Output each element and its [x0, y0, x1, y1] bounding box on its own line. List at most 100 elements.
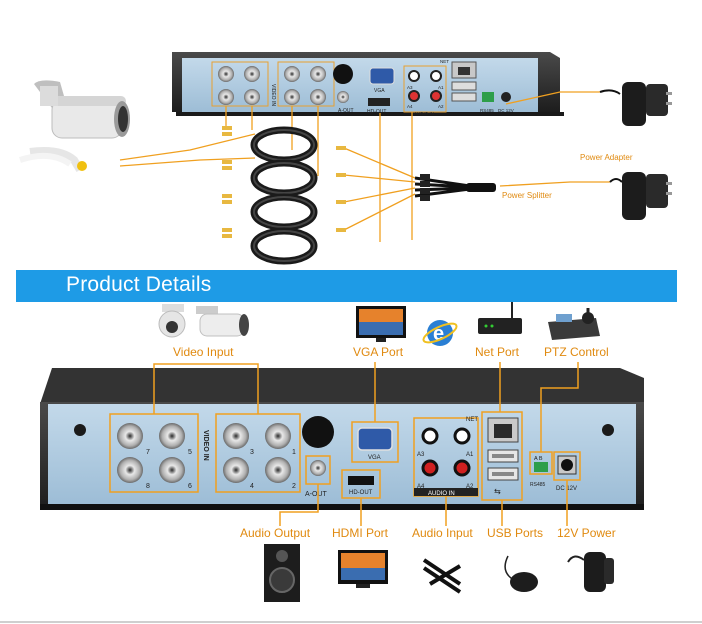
speaker-icon	[264, 544, 300, 602]
top-rs485-label: RS485	[480, 108, 494, 113]
router-icon	[478, 302, 522, 334]
a-out-label: A-OUT	[305, 491, 328, 498]
vga-port-callout: VGA Port	[353, 345, 404, 359]
callout-lines	[153, 362, 579, 526]
ptz-controller-icon	[548, 308, 600, 340]
rs485-terminal-icon	[534, 462, 548, 472]
bnc-connector-icon	[244, 66, 260, 82]
top-a1-label: A1	[438, 85, 444, 90]
bnc-connector-icon	[159, 423, 185, 449]
audio-out-jack-icon	[337, 91, 349, 103]
video-input-callout: Video Input	[173, 345, 234, 359]
audio-output-callout: Audio Output	[240, 526, 311, 540]
channel-4-label: 4	[250, 483, 254, 490]
bnc-connector-icon	[265, 457, 291, 483]
bullet-camera-icon	[196, 306, 249, 337]
bnc-connector-icon	[284, 89, 300, 105]
cable-coils	[222, 126, 346, 265]
bnc-connector-icon	[265, 423, 291, 449]
hdmi-port-callout: HDMI Port	[332, 526, 389, 540]
top-net-label: NET	[440, 59, 449, 64]
hd-out-label: HD-OUT	[349, 490, 373, 496]
bnc-connector-icon	[310, 66, 326, 82]
rca-jack-icon	[408, 70, 420, 82]
top-dc-jack-icon	[501, 92, 511, 102]
rca-jack-icon	[421, 427, 439, 445]
rs485-label: RS485	[530, 482, 546, 488]
svg-text:e: e	[433, 323, 444, 345]
channel-7-label: 7	[146, 449, 150, 456]
dc-jack-icon	[561, 459, 573, 471]
channel-3-label: 3	[250, 449, 254, 456]
bnc-connector-icon	[218, 66, 234, 82]
usb-ports-callout: USB Ports	[487, 526, 543, 540]
product-details-title: Product Details	[66, 273, 212, 296]
top-dc12v-label: DC 12V	[498, 108, 514, 113]
rca-jack-icon	[453, 427, 471, 445]
top-a-out-label: A-OUT	[338, 108, 354, 114]
mouse-icon	[504, 555, 538, 592]
power-supply-icon	[567, 552, 614, 592]
top-wiring	[119, 91, 610, 242]
power-splitter-icon	[414, 174, 496, 201]
bnc-connector-icon	[159, 457, 185, 483]
vga-port-icon	[357, 427, 393, 451]
monitor-icon	[356, 306, 406, 342]
bnc-connector-icon	[117, 423, 143, 449]
ab-label: A B	[534, 456, 543, 462]
top-hd-out-label: HD-OUT	[367, 109, 386, 115]
channel-1-label: 1	[292, 449, 296, 456]
top-vga-label: VGA	[374, 88, 385, 94]
top-vga-icon	[369, 67, 395, 85]
audio-input-callout: Audio Input	[412, 526, 473, 540]
top-hdmi-icon	[368, 98, 390, 106]
hdmi-monitor-icon	[338, 550, 388, 588]
top-audio-in-label: AUDIO IN	[414, 111, 434, 116]
bnc-connector-icon	[223, 423, 249, 449]
product-details-banner: Product Details	[16, 270, 677, 302]
net-port-callout: Net Port	[475, 345, 520, 359]
ptz-control-callout: PTZ Control	[544, 345, 609, 359]
rca-jack-icon	[430, 90, 442, 102]
rca-jack-icon	[453, 459, 471, 477]
fan-icon	[333, 64, 353, 84]
ptz-dome-camera-icon	[158, 304, 186, 338]
bnc-connector-icon	[310, 89, 326, 105]
top-a2-label: A2	[438, 104, 444, 109]
channel-2-label: 2	[292, 483, 296, 490]
usb-symbol-icon: ⇆	[494, 487, 501, 496]
channel-5-label: 5	[188, 449, 192, 456]
bnc-connector-icon	[117, 457, 143, 483]
vga-label: VGA	[368, 455, 381, 461]
a4-label: A4	[417, 484, 425, 490]
ie-browser-icon: e	[422, 320, 458, 346]
audio-out-jack-icon	[310, 460, 326, 476]
rca-jack-icon	[408, 90, 420, 102]
top-rs485-terminal-icon	[482, 92, 494, 102]
power-adapter-icon	[609, 172, 672, 220]
top-video-in-label: VIDEO IN	[270, 84, 276, 106]
channel-8-label: 8	[146, 483, 150, 490]
bnc-connector-icon	[284, 66, 300, 82]
audio-in-label: AUDIO IN	[428, 491, 455, 497]
video-in-label: VIDEO IN	[202, 430, 209, 461]
bnc-connector-icon	[223, 457, 249, 483]
hdmi-port-icon	[348, 476, 374, 485]
bullet-camera-icon	[19, 80, 130, 173]
rca-jack-icon	[430, 70, 442, 82]
a2-label: A2	[466, 484, 474, 490]
bnc-connector-icon	[218, 89, 234, 105]
a3-label: A3	[417, 452, 425, 458]
a1-label: A1	[466, 452, 474, 458]
channel-6-label: 6	[188, 483, 192, 490]
top-usb-port-icon	[451, 81, 477, 91]
fan-icon	[302, 416, 334, 448]
rca-cables-icon	[422, 558, 462, 594]
net-label: NET	[466, 417, 478, 423]
power-adapter-icon	[599, 82, 672, 126]
power-splitter-label: Power Splitter	[502, 191, 552, 200]
bottom-dvr	[40, 368, 644, 510]
top-a3-label: A3	[407, 85, 413, 90]
